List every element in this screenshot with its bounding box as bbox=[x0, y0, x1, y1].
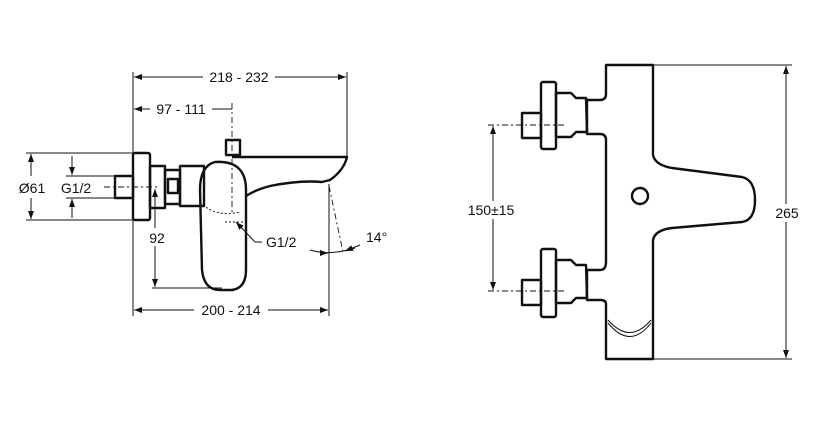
front-view: 150±15 265 bbox=[464, 63, 800, 361]
side-view: 218 - 232 97 - 111 bbox=[19, 68, 387, 319]
spout-angle-label: 14° bbox=[366, 229, 387, 245]
overall-height-label: 265 bbox=[775, 205, 799, 221]
outlet-thread-callout: G1/2 bbox=[235, 221, 297, 250]
diverter-offset-label: 97 - 111 bbox=[156, 101, 206, 117]
flange-diameter-label: Ø61 bbox=[19, 180, 46, 196]
thermostat-hole bbox=[630, 186, 650, 206]
height-below-dimension: 92 bbox=[146, 189, 222, 289]
mixer-front-outline bbox=[520, 63, 757, 361]
flange-diameter-dimension: Ø61 bbox=[19, 152, 133, 221]
overall-length-label: 218 - 232 bbox=[209, 69, 268, 85]
height-below-label: 92 bbox=[149, 230, 165, 246]
inlet-thread-dimension: G1/2 bbox=[61, 156, 115, 218]
spout-reach-label: 200 - 214 bbox=[201, 302, 260, 318]
mixer-side-outline bbox=[113, 138, 349, 292]
overall-length-dimension: 218 - 232 bbox=[134, 68, 346, 86]
spout-reach-dimension: 200 - 214 bbox=[134, 301, 328, 319]
inlet-thread-label: G1/2 bbox=[61, 180, 92, 196]
inlet-spacing-dimension: 150±15 bbox=[464, 126, 518, 290]
overall-height-dimension: 265 bbox=[653, 64, 800, 360]
diverter-offset-dimension: 97 - 111 bbox=[134, 100, 233, 212]
spout-angle-dimension: 14° bbox=[309, 185, 387, 256]
inlet-spacing-label: 150±15 bbox=[468, 202, 515, 218]
outlet-thread-label: G1/2 bbox=[266, 234, 297, 250]
